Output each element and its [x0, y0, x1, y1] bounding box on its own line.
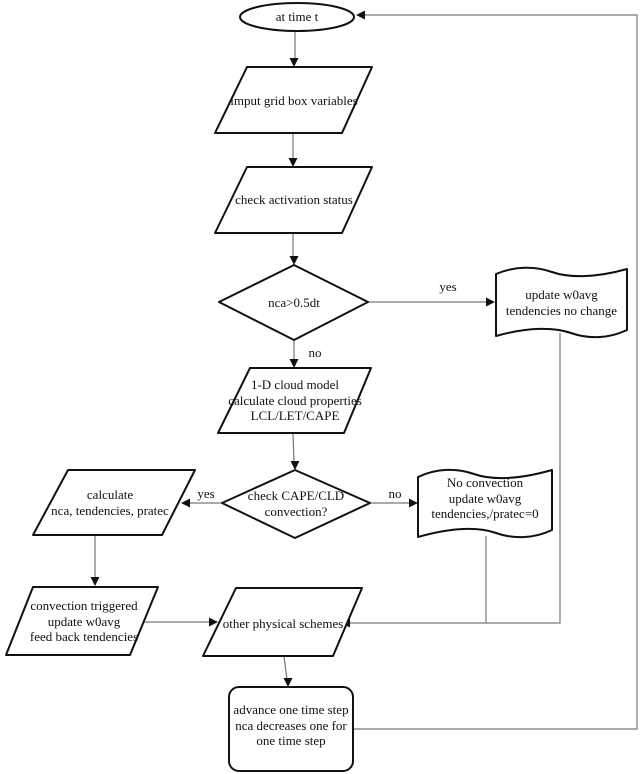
- arrowhead-down-cloud: [289, 359, 299, 368]
- node-input-grid-shape: [214, 66, 373, 134]
- node-convection-triggered-shape: [5, 586, 159, 656]
- edge-advance-to-start: [353, 14, 638, 730]
- node-nca-decision-shape: [218, 264, 369, 341]
- node-start-shape: [239, 2, 355, 32]
- node-cloud-model-shape: [217, 367, 372, 434]
- node-start-label: at time t: [275, 9, 319, 24]
- arrowhead-down-nca: [289, 256, 299, 265]
- node-other-schemes-shape: [202, 587, 363, 657]
- edge-label-nca-no: no: [308, 345, 322, 360]
- node-nca-decision-label: nca>0.5dt: [268, 295, 320, 310]
- node-update-w0avg-shape: [495, 266, 628, 339]
- edge-label-nca-yes: yes: [439, 279, 457, 294]
- node-calculate-nca-shape: [32, 469, 196, 536]
- node-other-schemes-label: other physical schemes: [222, 616, 344, 631]
- node-input-grid-label: imput grid box variables: [230, 93, 358, 108]
- arrowhead-right-other: [209, 617, 218, 627]
- arrowhead-down-triggered: [90, 577, 100, 586]
- arrowhead-down-cape: [290, 461, 300, 470]
- node-cape-decision-shape: [221, 469, 371, 539]
- node-cloud-model-label: 1-D cloud model calculate cloud properti…: [228, 377, 362, 423]
- arrowhead-down-input: [289, 58, 299, 67]
- node-check-activation-label: check activation status: [235, 192, 353, 207]
- node-advance-step-shape: [228, 686, 354, 772]
- edge-label-cape-yes: yes: [197, 486, 215, 501]
- arrowhead-right-no-convection: [409, 498, 418, 508]
- arrowhead-left-start: [356, 10, 365, 20]
- node-calculate-nca-label: calculate nca, tendencies, pratec: [51, 487, 169, 518]
- node-advance-step-label: advance one time step nca decreases one …: [233, 702, 349, 748]
- edge-label-cape-no: no: [388, 486, 402, 501]
- edge-update-w0avg-to-other: [348, 333, 561, 624]
- arrowhead-right-update-w0avg: [486, 297, 495, 307]
- node-check-activation-shape: [214, 166, 373, 234]
- node-update-w0avg-label: update w0avg tendencies no change: [505, 287, 618, 318]
- node-cape-decision-label: check CAPE/CLD convection?: [247, 488, 345, 519]
- arrowhead-down-advance: [283, 678, 293, 687]
- edge-cloud-to-cape: [292, 432, 295, 464]
- arrowhead-down-activation: [288, 158, 298, 167]
- node-no-convection-label: No convection update w0avg tendencies,/p…: [431, 475, 539, 521]
- arrowhead-left-calculate: [181, 498, 190, 508]
- node-convection-triggered-label: convection triggered update w0avg feed b…: [29, 598, 139, 644]
- node-no-convection-shape: [417, 468, 553, 539]
- edge-other-to-advance: [283, 655, 288, 681]
